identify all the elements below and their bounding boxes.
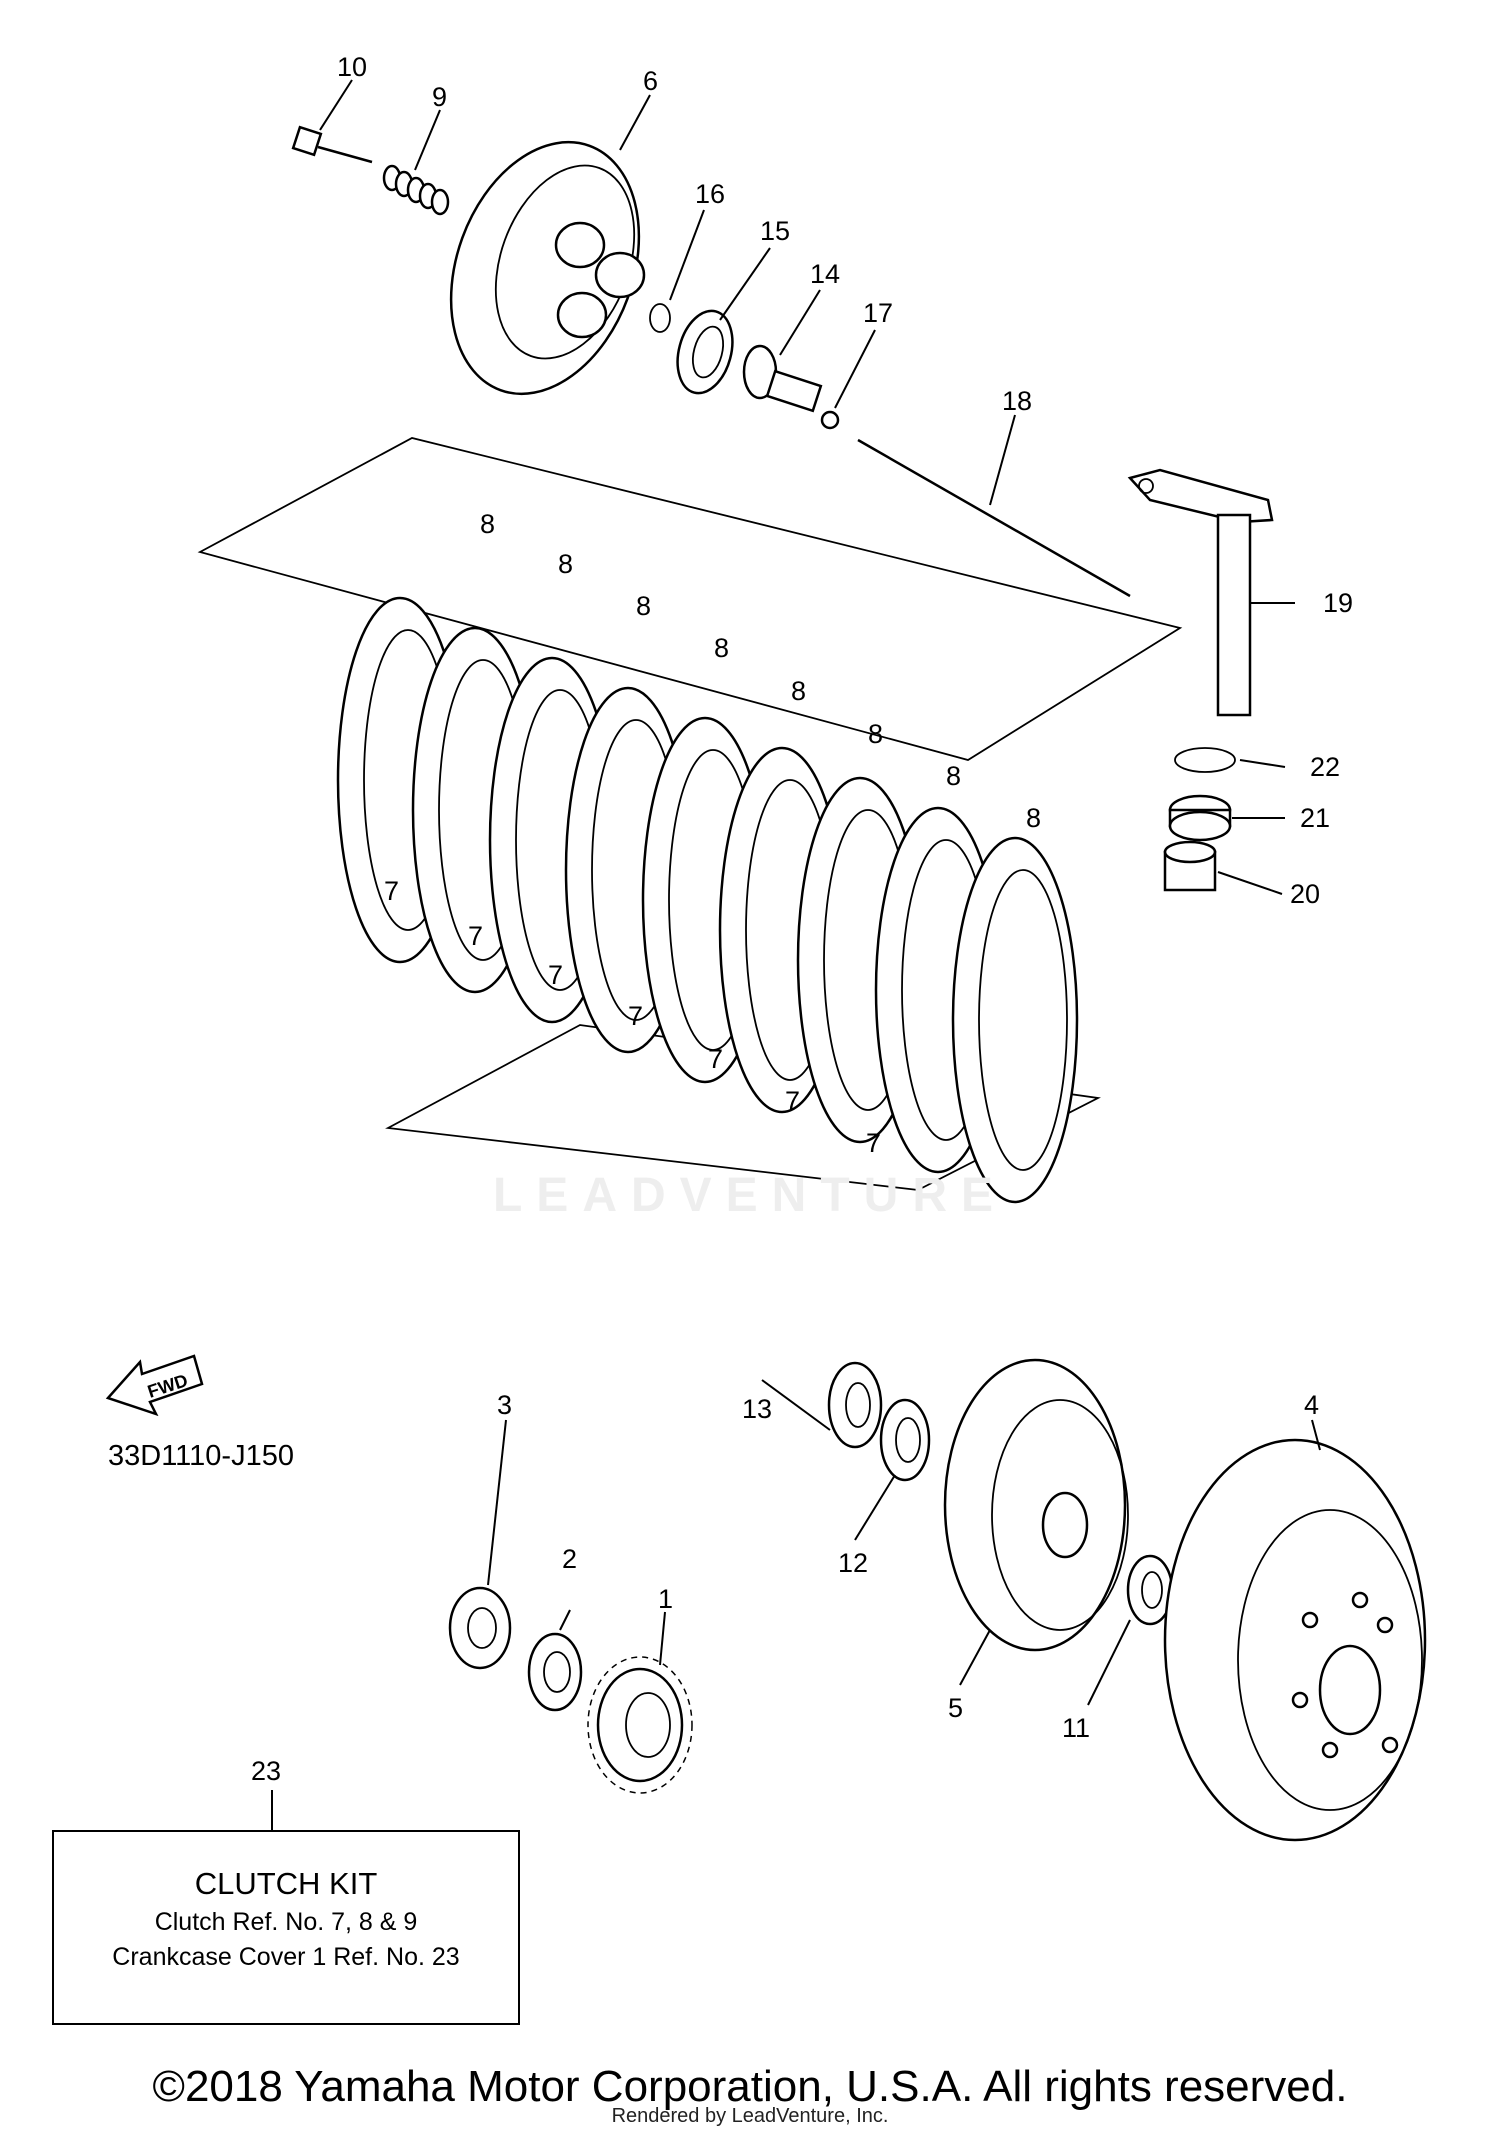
leader-lines — [271, 79, 1321, 1830]
part-15-bearing — [676, 309, 734, 395]
part-21-oil-seal — [1168, 794, 1232, 842]
part-3-collar — [448, 1586, 512, 1670]
callout-7-6: 7 — [785, 1086, 800, 1116]
part-2-washer — [527, 1632, 583, 1712]
callout-7-5: 7 — [708, 1044, 723, 1074]
callout-5: 5 — [948, 1693, 963, 1723]
callout-8-2: 8 — [558, 549, 573, 579]
part-12-washer — [879, 1398, 931, 1482]
callout-9: 9 — [432, 82, 447, 112]
part-16-circlip — [649, 303, 671, 333]
kit-title: CLUTCH KIT — [194, 1866, 378, 1901]
callout-3: 3 — [497, 1390, 512, 1420]
callout-8-6: 8 — [868, 719, 883, 749]
callout-20: 20 — [1290, 879, 1320, 909]
rendered-by: Rendered by LeadVenture, Inc. — [611, 2105, 889, 2127]
part-4-clutch-housing — [1163, 1438, 1427, 1842]
kit-line-1: Clutch Ref. No. 7, 8 & 9 — [154, 1908, 418, 1936]
diagram-code: 33D1110-J150 — [108, 1440, 294, 1472]
callout-19: 19 — [1323, 588, 1353, 618]
part-5-clutch-boss — [943, 1358, 1129, 1652]
callout-21: 21 — [1300, 803, 1330, 833]
callout-14: 14 — [810, 259, 840, 289]
part-17-ball — [820, 410, 840, 430]
callout-13: 13 — [742, 1394, 772, 1424]
part-14-push-rod — [742, 344, 823, 413]
callout-8-5: 8 — [791, 676, 806, 706]
part-18-push-rod-2 — [857, 438, 1131, 598]
callout-12: 12 — [838, 1548, 868, 1578]
callout-11: 11 — [1062, 1713, 1090, 1743]
callout-10: 10 — [337, 52, 367, 82]
callout-7-1: 7 — [384, 876, 399, 906]
callouts: 10 9 6 16 15 14 17 18 19 22 21 20 8 8 8 … — [251, 52, 1353, 1786]
fwd-arrow-icon: FWD — [105, 1354, 204, 1417]
callout-7-7: 7 — [866, 1128, 881, 1158]
part-19-push-lever-shaft — [1127, 468, 1274, 717]
callout-2: 2 — [562, 1544, 577, 1574]
callout-8-8: 8 — [1026, 803, 1041, 833]
part-9-spring — [382, 164, 450, 216]
part-1-primary-drive-gear — [587, 1656, 693, 1794]
part-13-nut — [827, 1361, 883, 1449]
callout-7-2: 7 — [468, 921, 483, 951]
part-20-needle-bearing — [1163, 840, 1217, 892]
callout-8-4: 8 — [714, 633, 729, 663]
callout-8-3: 8 — [636, 591, 651, 621]
callout-18: 18 — [1002, 386, 1032, 416]
callout-4: 4 — [1304, 1390, 1319, 1420]
part-22-circlip — [1174, 747, 1236, 773]
lower-assembly-outline — [385, 1024, 1101, 1191]
callout-15: 15 — [760, 216, 790, 246]
part-10-bolt — [291, 125, 373, 164]
upper-assembly-outline — [197, 437, 1183, 761]
copyright: ©2018 Yamaha Motor Corporation, U.S.A. A… — [152, 2062, 1348, 2111]
callout-16: 16 — [695, 179, 725, 209]
callout-22: 22 — [1310, 752, 1340, 782]
callout-23: 23 — [251, 1756, 281, 1786]
watermark: LEADVENTURE — [492, 1169, 1008, 1222]
kit-line-2: Crankcase Cover 1 Ref. No. 23 — [112, 1943, 460, 1971]
clutch-kit-box: CLUTCH KIT Clutch Ref. No. 7, 8 & 9 Cran… — [52, 1830, 520, 2025]
callout-7-4: 7 — [628, 1001, 643, 1031]
part-6-pressure-plate — [449, 140, 646, 396]
callout-6: 6 — [643, 66, 658, 96]
plate-stack — [336, 596, 1079, 1204]
callout-8-1: 8 — [480, 509, 495, 539]
callout-17: 17 — [863, 298, 893, 328]
callout-1: 1 — [658, 1584, 673, 1614]
callout-7-3: 7 — [548, 960, 563, 990]
callout-8-7: 8 — [946, 761, 961, 791]
